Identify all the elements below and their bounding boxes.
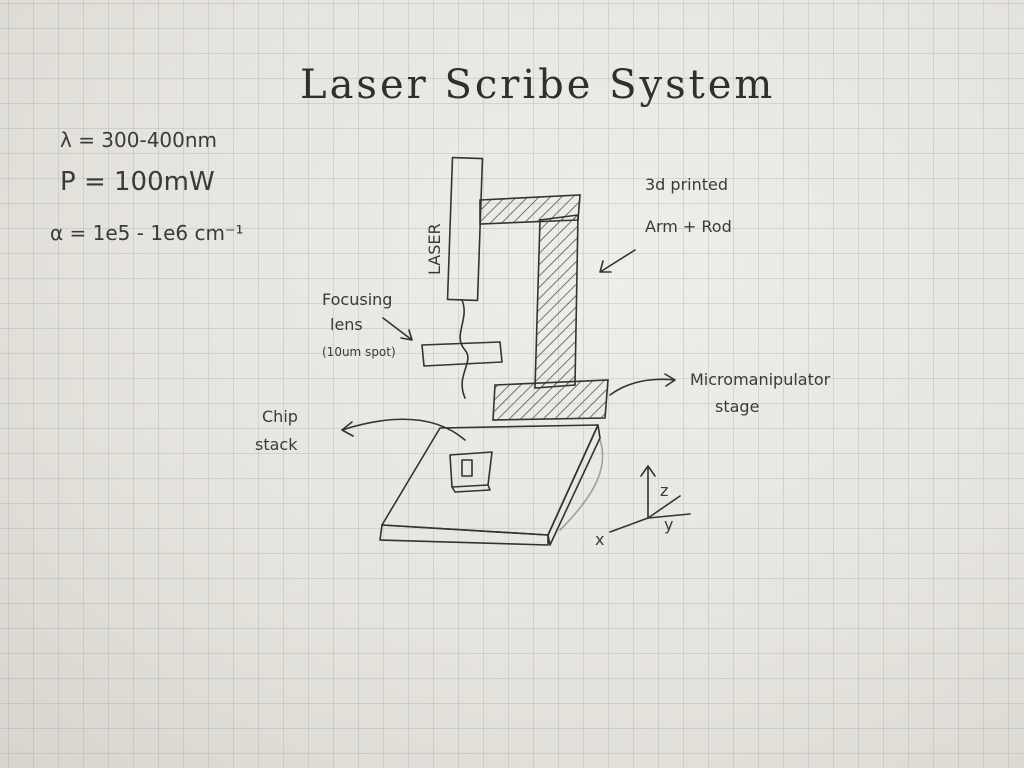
stage-label-line1: Micromanipulator	[690, 370, 831, 389]
chip-arrow	[341, 418, 466, 441]
chip-stack	[449, 451, 493, 493]
focusing-lens	[421, 341, 503, 367]
laser-label: LASER	[425, 223, 444, 275]
arm-label-line2: Arm + Rod	[645, 217, 732, 236]
x-axis-label: x	[595, 530, 604, 549]
printed-arm	[479, 194, 581, 389]
xyz-axes: z y x	[595, 465, 691, 549]
laser-module: LASER	[425, 156, 484, 302]
y-axis-label: y	[664, 515, 673, 534]
micromanipulator-stage	[492, 379, 609, 421]
power-param: P = 100mW	[60, 167, 215, 197]
wavelength-param: λ = 300-400nm	[60, 128, 217, 152]
z-axis-label: z	[660, 481, 668, 500]
laser-beam	[459, 299, 469, 399]
arm-label-line1: 3d printed	[645, 175, 728, 194]
lens-label-line2: lens	[330, 315, 363, 334]
base-platform	[379, 424, 604, 546]
stage-arrow	[609, 373, 676, 396]
arm-arrow	[599, 249, 636, 273]
absorption-param: α = 1e5 - 1e6 cm⁻¹	[50, 221, 244, 245]
page-title: Laser Scribe System	[300, 62, 775, 108]
lens-arrow	[382, 317, 413, 341]
lens-label-line1: Focusing	[322, 290, 392, 309]
stage-label-line2: stage	[715, 397, 759, 416]
chip-label-line2: stack	[255, 435, 298, 454]
chip-label-line1: Chip	[262, 407, 298, 426]
lens-label-line3: (10um spot)	[322, 345, 396, 359]
